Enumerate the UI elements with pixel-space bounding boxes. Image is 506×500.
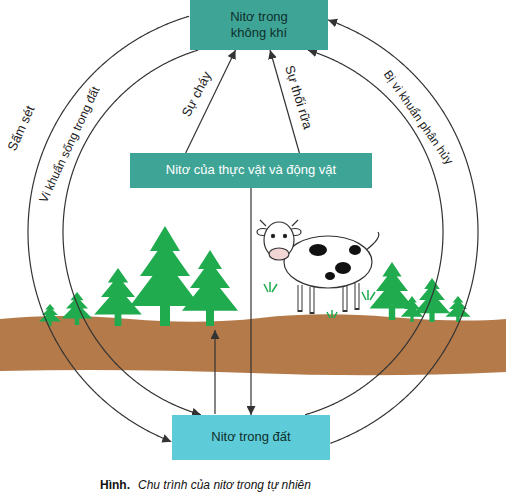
node-label: Nitơ trong không khí [211, 9, 307, 42]
node-label: Nitơ của thực vật và động vật [166, 162, 336, 178]
edge-label: Sự thối rữa [281, 61, 316, 132]
figure-number: Hình. [100, 478, 130, 492]
tree-group [39, 226, 471, 326]
figure-caption: Chu trình của nitơ trong tự nhiên [138, 478, 311, 492]
organism-box: Nitơ của thực vật và động vật [130, 153, 372, 188]
cow-figure [257, 220, 379, 314]
edge-label: Bị vi khuẩn phân hủy [379, 67, 457, 169]
cycle-arrow [28, 16, 189, 441]
grass-tufts [264, 282, 375, 318]
air-box: Nitơ trong không khí [190, 0, 328, 50]
cycle-arrow [328, 20, 478, 443]
uptake-arrow [214, 330, 215, 414]
edge-label: Sấm sét [5, 101, 40, 154]
cycle-arrow [250, 188, 251, 415]
edge-label: Sự cháy [178, 67, 215, 121]
cycle-arrow [305, 50, 443, 415]
node-label: Nitơ trong đất [211, 429, 290, 445]
soil-box: Nitơ trong đất [172, 415, 330, 460]
